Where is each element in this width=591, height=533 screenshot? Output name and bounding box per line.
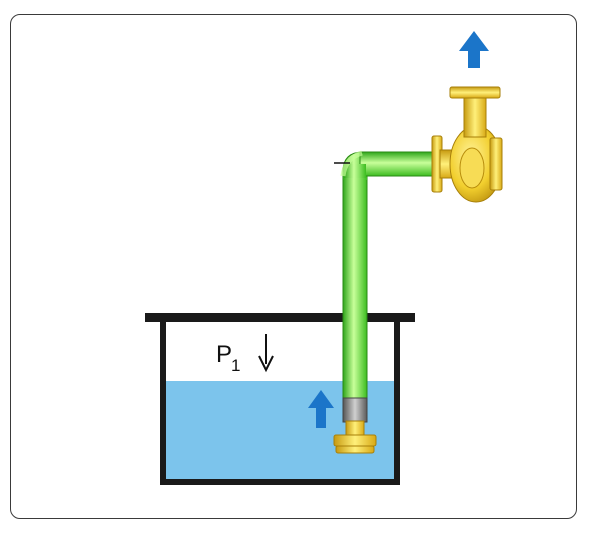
pressure-label: P 1 [216, 341, 240, 375]
pump [431, 86, 503, 203]
down-arrow-icon [258, 334, 274, 373]
flow-up-arrow-icon [459, 31, 489, 68]
flow-up-arrow-icon [308, 390, 334, 428]
pressure-subscript: 1 [231, 356, 240, 375]
pipe-coupling [342, 397, 368, 423]
foot-valve [333, 420, 377, 454]
tank [145, 313, 415, 485]
suction-pipe [340, 150, 436, 401]
pressure-symbol: P [216, 341, 232, 368]
